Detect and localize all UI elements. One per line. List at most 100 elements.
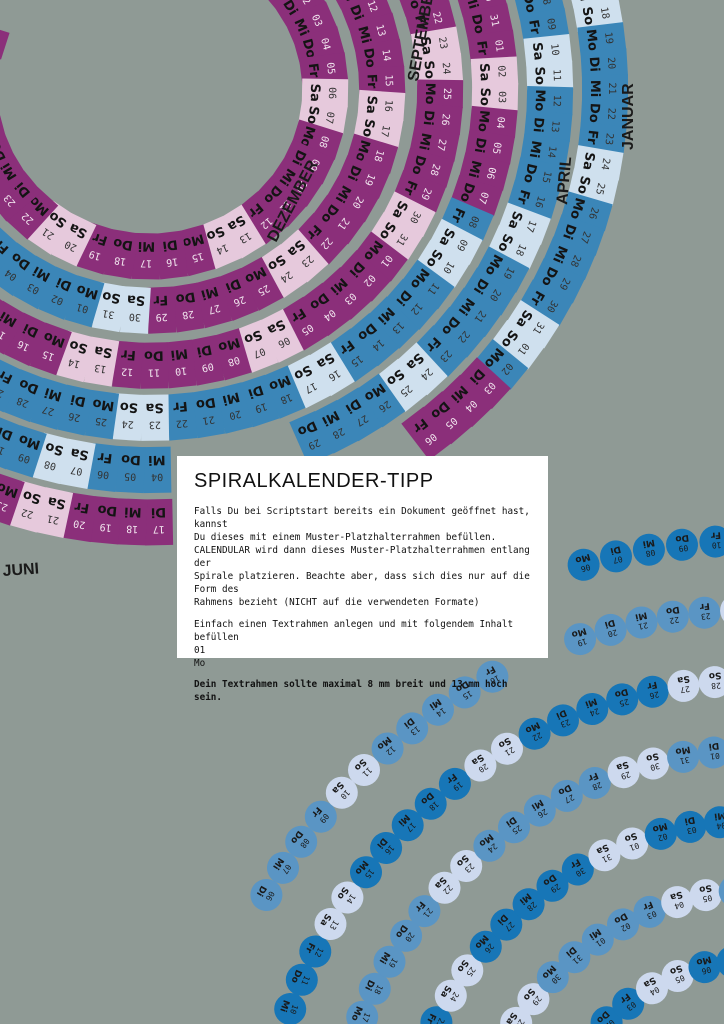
day-number: 30 xyxy=(129,311,142,323)
day-name: Do xyxy=(520,162,539,185)
day-number: 01 xyxy=(75,301,90,315)
day-number: 27 xyxy=(578,230,592,245)
day-number: 10 xyxy=(548,43,560,56)
day-number: 15 xyxy=(190,250,205,264)
day-number: 16 xyxy=(382,99,394,112)
day-number: 10 xyxy=(440,259,456,275)
day-number: 07 xyxy=(70,464,84,477)
day-name: Mi xyxy=(199,283,220,302)
day-name: Mo xyxy=(474,109,491,132)
day-number: 29 xyxy=(306,436,321,451)
day-number: 27 xyxy=(354,412,370,428)
day-number: 05 xyxy=(299,321,315,337)
day-name: Mi xyxy=(354,25,373,46)
month-label-januar: JANUAR xyxy=(620,83,637,150)
day-number: 03 xyxy=(309,13,324,28)
day-number: 19 xyxy=(99,521,112,533)
day-number: 12 xyxy=(551,95,562,107)
day-number: 12 xyxy=(313,946,325,959)
day-number: 17 xyxy=(303,380,319,395)
day-name: Fr xyxy=(305,62,322,79)
day-number: 18 xyxy=(372,983,384,996)
day-tile: 30Di xyxy=(0,18,10,60)
day-name: Sa xyxy=(579,151,597,171)
day-name: Di xyxy=(151,504,167,519)
day-name: Di xyxy=(195,341,213,359)
day-number: 28 xyxy=(591,780,604,792)
day-number: 18 xyxy=(598,6,611,20)
day-name: Mi xyxy=(634,609,648,621)
day-name: Mo xyxy=(352,138,373,163)
day-number: 13 xyxy=(373,23,387,38)
day-number: 18 xyxy=(126,523,138,534)
day-name: Sa xyxy=(93,342,113,360)
day-number: 05 xyxy=(324,62,336,75)
spiral-tip-box: SPIRALKALENDER-TIPP Falls Du bei Scripts… xyxy=(177,456,548,703)
day-name: Sa xyxy=(615,759,630,772)
day-name: Mi xyxy=(319,407,341,428)
day-number: 18 xyxy=(279,391,294,406)
day-name: Mi xyxy=(714,809,724,820)
day-name: Mi xyxy=(526,139,544,159)
day-number: 23 xyxy=(149,419,161,430)
day-name: Di xyxy=(343,395,364,416)
day-number: 09 xyxy=(306,157,321,173)
day-number: 13 xyxy=(94,362,108,375)
day-name: Do xyxy=(299,37,319,60)
day-name: Di xyxy=(54,274,74,294)
day-number: 16 xyxy=(16,338,32,353)
day-name: So xyxy=(119,399,138,415)
day-name: Di xyxy=(288,147,308,167)
day-number: 28 xyxy=(330,425,346,440)
day-number: 29 xyxy=(418,186,433,201)
day-name: Fr xyxy=(411,13,429,31)
day-number: 12 xyxy=(121,365,134,377)
day-number: 06 xyxy=(579,562,591,573)
day-number: 30 xyxy=(649,761,661,772)
day-name: Mi xyxy=(415,131,433,151)
day-number: 08 xyxy=(43,458,57,472)
day-number: 31 xyxy=(679,755,690,766)
day-number: 04 xyxy=(648,985,661,998)
day-name: Fr xyxy=(400,178,419,198)
day-name: Do xyxy=(519,0,538,14)
